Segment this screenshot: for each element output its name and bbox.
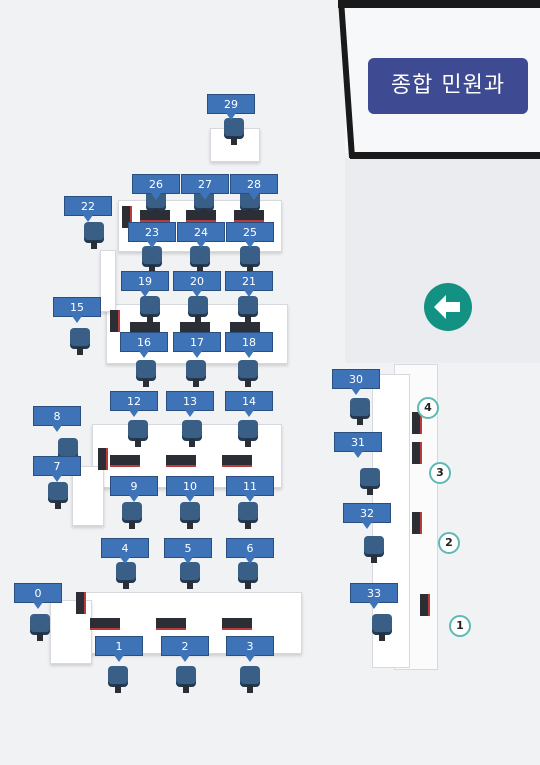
- seat-tag-2[interactable]: 2: [161, 636, 209, 662]
- seat-tag-9[interactable]: 9: [110, 476, 158, 502]
- chair: [238, 562, 258, 589]
- chair: [238, 296, 258, 323]
- chair: [176, 666, 196, 693]
- chair: [238, 360, 258, 387]
- seat-tag-4[interactable]: 4: [101, 538, 149, 564]
- desk: [100, 250, 116, 312]
- seat-tag-11[interactable]: 11: [226, 476, 274, 502]
- seat-tag-18[interactable]: 18: [225, 332, 273, 358]
- monitor: [222, 618, 252, 630]
- monitor: [420, 594, 430, 616]
- seat-tag-30[interactable]: 30: [332, 369, 380, 395]
- chair: [372, 614, 392, 641]
- chair: [122, 502, 142, 529]
- chair: [240, 666, 260, 693]
- seat-tag-12[interactable]: 12: [110, 391, 158, 417]
- meeting-room-wall-face: [345, 158, 540, 363]
- chair: [224, 118, 244, 145]
- seat-tag-15[interactable]: 15: [53, 297, 101, 323]
- monitor: [166, 455, 196, 467]
- chair: [240, 246, 260, 273]
- seat-tag-22[interactable]: 22: [64, 196, 112, 222]
- seat-tag-31[interactable]: 31: [334, 432, 382, 458]
- monitor: [110, 310, 120, 332]
- seat-tag-25[interactable]: 25: [226, 222, 274, 248]
- chair: [238, 420, 258, 447]
- monitor: [122, 206, 132, 228]
- chair: [364, 536, 384, 563]
- monitor: [98, 448, 108, 470]
- chair: [186, 360, 206, 387]
- seat-tag-13[interactable]: 13: [166, 391, 214, 417]
- monitor: [110, 455, 140, 467]
- chair: [136, 360, 156, 387]
- seat-tag-19[interactable]: 19: [121, 271, 169, 297]
- room-label[interactable]: 종합 민원과: [368, 58, 528, 114]
- chair: [70, 328, 90, 355]
- chair: [180, 562, 200, 589]
- service-window-badge-1[interactable]: 1: [449, 615, 471, 637]
- seat-tag-6[interactable]: 6: [226, 538, 274, 564]
- seat-tag-32[interactable]: 32: [343, 503, 391, 529]
- chair: [188, 296, 208, 323]
- chair: [58, 438, 78, 465]
- service-window-badge-3[interactable]: 3: [429, 462, 451, 484]
- monitor: [222, 455, 252, 467]
- seat-tag-1[interactable]: 1: [95, 636, 143, 662]
- monitor: [412, 412, 422, 434]
- chair: [180, 502, 200, 529]
- seat-tag-27[interactable]: 27: [181, 174, 229, 200]
- chair: [190, 246, 210, 273]
- monitor: [90, 618, 120, 630]
- monitor: [412, 442, 422, 464]
- seat-tag-26[interactable]: 26: [132, 174, 180, 200]
- seat-tag-3[interactable]: 3: [226, 636, 274, 662]
- seat-tag-28[interactable]: 28: [230, 174, 278, 200]
- chair: [108, 666, 128, 693]
- seat-tag-21[interactable]: 21: [225, 271, 273, 297]
- monitor: [156, 618, 186, 630]
- seat-tag-24[interactable]: 24: [177, 222, 225, 248]
- seat-tag-0[interactable]: 0: [14, 583, 62, 609]
- chair: [128, 420, 148, 447]
- chair: [116, 562, 136, 589]
- room-wall: [350, 152, 540, 159]
- room-wall: [338, 0, 540, 8]
- monitor: [76, 592, 86, 614]
- seat-tag-5[interactable]: 5: [164, 538, 212, 564]
- seat-tag-17[interactable]: 17: [173, 332, 221, 358]
- chair: [142, 246, 162, 273]
- service-window-badge-2[interactable]: 2: [438, 532, 460, 554]
- monitor: [412, 512, 422, 534]
- seat-tag-7[interactable]: 7: [33, 456, 81, 482]
- back-arrow-button[interactable]: [424, 283, 472, 331]
- chair: [48, 482, 68, 509]
- seat-tag-20[interactable]: 20: [173, 271, 221, 297]
- seat-tag-8[interactable]: 8: [33, 406, 81, 432]
- seat-tag-29[interactable]: 29: [207, 94, 255, 120]
- seat-tag-16[interactable]: 16: [120, 332, 168, 358]
- service-window-badge-4[interactable]: 4: [417, 397, 439, 419]
- seat-tag-10[interactable]: 10: [166, 476, 214, 502]
- chair: [238, 502, 258, 529]
- seat-tag-23[interactable]: 23: [128, 222, 176, 248]
- chair: [140, 296, 160, 323]
- seat-tag-14[interactable]: 14: [225, 391, 273, 417]
- arrow-left-icon: [434, 295, 460, 319]
- chair: [30, 614, 50, 641]
- chair: [84, 222, 104, 249]
- chair: [182, 420, 202, 447]
- seat-tag-33[interactable]: 33: [350, 583, 398, 609]
- desk: [72, 466, 104, 526]
- chair: [360, 468, 380, 495]
- chair: [350, 398, 370, 425]
